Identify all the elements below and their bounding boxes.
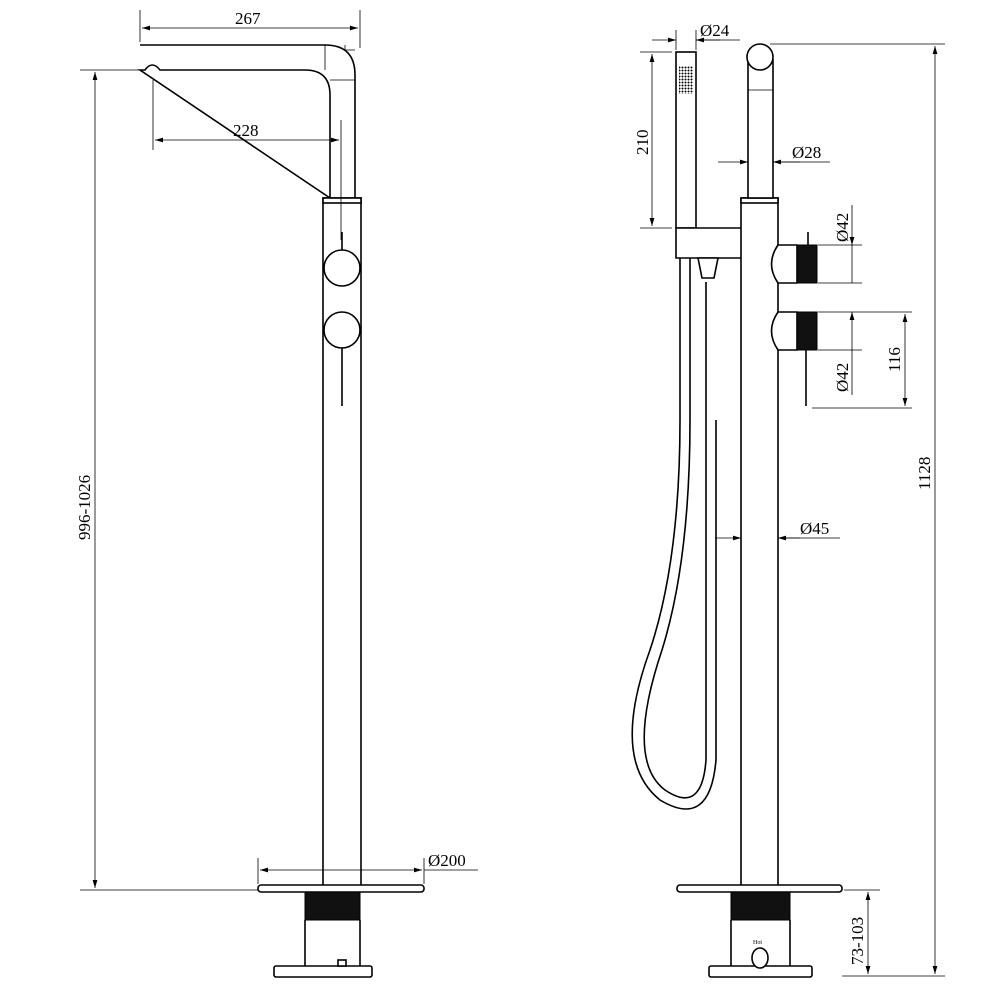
threaded-section xyxy=(730,891,791,921)
base-plate xyxy=(257,884,425,893)
hot-label: Hot xyxy=(753,940,762,946)
dim-45: Ø45 xyxy=(800,519,829,538)
dim-28: Ø28 xyxy=(792,143,821,162)
upper-handle xyxy=(796,244,818,284)
dim-1128: 1128 xyxy=(915,457,934,490)
body-pipe xyxy=(322,197,362,889)
lower-handle xyxy=(796,311,818,351)
hot-inlet xyxy=(751,947,769,969)
threaded-section xyxy=(304,891,361,921)
front-view: 267 228 996-1026 Ø200 xyxy=(75,9,478,978)
dim-267: 267 xyxy=(235,9,261,28)
dim-210: 210 xyxy=(633,130,652,156)
dim-996-1026: 996-1026 xyxy=(75,475,94,540)
lower-handle xyxy=(323,311,361,349)
dim-73-103: 73-103 xyxy=(848,917,867,965)
dim-200: Ø200 xyxy=(428,851,466,870)
body-pipe xyxy=(740,197,779,889)
spout xyxy=(747,59,774,199)
upper-handle xyxy=(323,249,361,287)
dim-116: 116 xyxy=(885,347,904,372)
handshower-holder xyxy=(675,227,749,259)
dim-42-lower: Ø42 xyxy=(833,363,852,392)
dim-24: Ø24 xyxy=(700,21,730,40)
side-view: Hot Ø24 210 Ø28 Ø42 Ø42 116 Ø45 1128 73-… xyxy=(631,21,945,978)
floor-plate xyxy=(273,965,373,978)
dim-42-upper: Ø42 xyxy=(833,213,852,242)
dim-228: 228 xyxy=(233,121,259,140)
hose xyxy=(631,258,717,810)
base-plate xyxy=(676,884,843,893)
